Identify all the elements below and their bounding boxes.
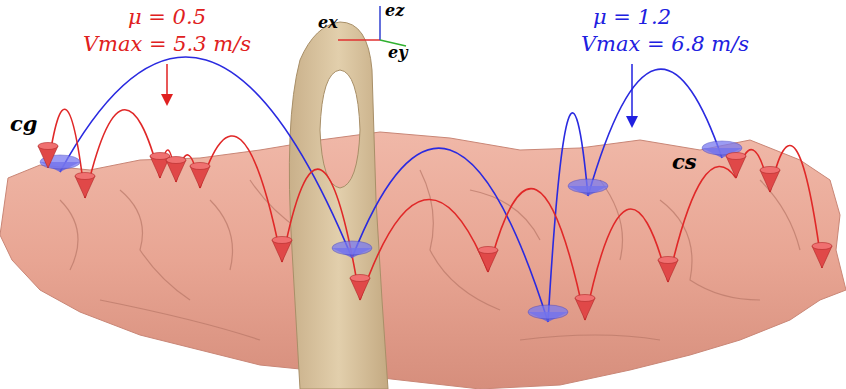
- hop-arc: [585, 209, 668, 320]
- ring-gate: [289, 22, 388, 389]
- point-label: cs: [672, 150, 697, 173]
- friction-cone: [812, 243, 832, 250]
- hop-arc: [60, 57, 352, 258]
- friction-label: μ = 1.2: [593, 6, 671, 29]
- hop-arc: [588, 69, 722, 196]
- friction-cone: [528, 305, 568, 319]
- axis-label: ey: [388, 44, 407, 62]
- friction-cone: [75, 173, 95, 180]
- hop-arc: [352, 148, 548, 322]
- friction-cone: [332, 241, 372, 255]
- friction-label: μ = 0.5: [128, 6, 206, 29]
- callout-arrows: [161, 64, 638, 128]
- friction-cone: [575, 295, 595, 302]
- hop-arc: [548, 113, 588, 322]
- terrain-creases: [60, 170, 800, 340]
- hop-arc: [200, 136, 282, 262]
- point-label: cg: [10, 112, 37, 135]
- speed-label: Vmax = 5.3 m/s: [83, 33, 251, 56]
- hop-arc: [282, 169, 360, 300]
- friction-cone: [38, 143, 58, 150]
- hop-arc: [488, 189, 585, 320]
- friction-cone: [478, 247, 498, 254]
- friction-cone: [568, 179, 608, 193]
- friction-cone: [726, 153, 746, 160]
- hop-trajectories: [38, 57, 832, 322]
- friction-cone: [760, 167, 780, 174]
- hop-arc: [668, 166, 736, 282]
- terrain-surface: [0, 132, 846, 389]
- friction-cone: [350, 275, 370, 282]
- friction-cone: [272, 237, 292, 244]
- hop-arc: [85, 110, 160, 198]
- friction-cone: [190, 163, 210, 170]
- friction-cone: [166, 157, 186, 164]
- axis-label: ex: [318, 14, 338, 32]
- axis-label: ez: [385, 2, 404, 20]
- hop-arc: [360, 199, 488, 300]
- friction-cone: [658, 257, 678, 264]
- speed-label: Vmax = 6.8 m/s: [581, 33, 749, 56]
